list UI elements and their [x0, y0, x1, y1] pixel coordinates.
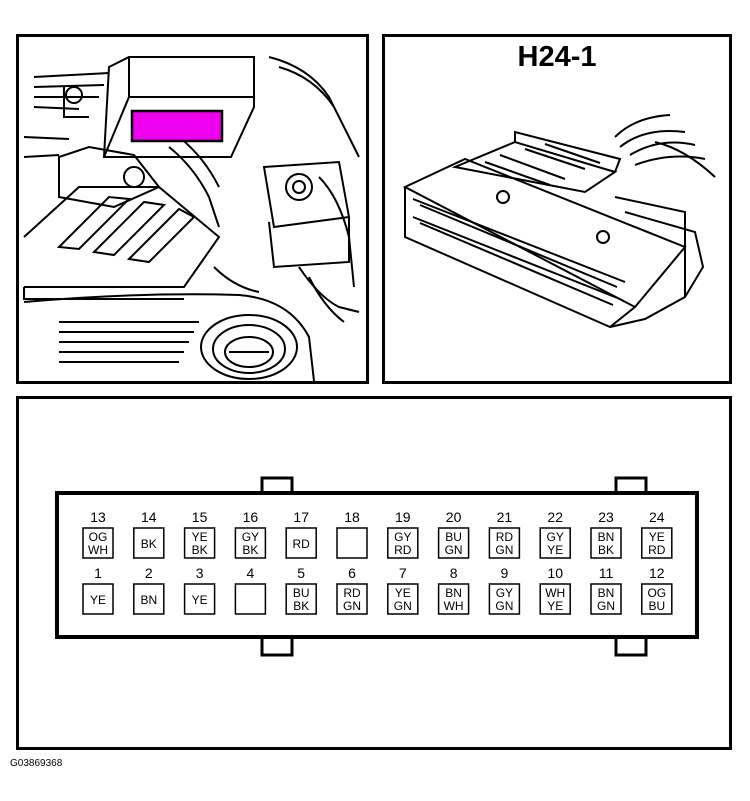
connector-location-highlight: [130, 109, 224, 143]
pin-number: 22: [547, 509, 563, 525]
wire-color: YE: [395, 586, 411, 600]
pin-cavity: [437, 583, 470, 615]
pin-cavity: [285, 583, 317, 615]
pin-cavity: [234, 527, 267, 559]
pin-cavity: [387, 583, 419, 615]
pin-cavity: [590, 527, 622, 559]
pin-number: 2: [145, 565, 153, 581]
pin-cavity: [336, 527, 368, 559]
pin-cavity: [133, 527, 165, 559]
wire-color: BU: [445, 530, 462, 544]
wire-color: WH: [444, 599, 464, 613]
wire-color: YE: [90, 593, 106, 607]
pin-number: 15: [192, 509, 208, 525]
pin-number: 12: [649, 565, 665, 581]
wire-color: YE: [547, 599, 563, 613]
wire-color: RD: [343, 586, 361, 600]
pin-number: 20: [446, 509, 462, 525]
pin-cavity: [488, 583, 521, 615]
figure-code: G03869368: [10, 758, 63, 769]
wire-color: RD: [293, 537, 311, 551]
wire-color: GN: [597, 599, 615, 613]
wire-color: RD: [648, 543, 666, 557]
pin-number: 17: [293, 509, 309, 525]
pin-number: 24: [649, 509, 665, 525]
wire-color: BU: [293, 586, 310, 600]
pin-number: 13: [90, 509, 106, 525]
wire-color: YE: [192, 593, 208, 607]
pin-number: 16: [243, 509, 259, 525]
pin-cavity: [437, 527, 470, 559]
connector-view: H24-1: [382, 34, 732, 384]
wire-color: BK: [192, 543, 208, 557]
pin-number: 23: [598, 509, 614, 525]
pin-cavity: [285, 527, 317, 559]
wire-color: BN: [598, 530, 615, 544]
pin-number: 9: [501, 565, 509, 581]
wire-color: RD: [394, 543, 412, 557]
pin-cavity: [387, 527, 419, 559]
pin-number: 3: [196, 565, 204, 581]
wire-color: GY: [242, 530, 259, 544]
wire-color: YE: [547, 543, 563, 557]
location-view: [16, 34, 369, 384]
pin-number: 7: [399, 565, 407, 581]
pin-number: 18: [344, 509, 360, 525]
wire-color: BU: [648, 599, 665, 613]
pin-cavity: [133, 583, 165, 615]
wire-color: GN: [394, 599, 412, 613]
pin-cavity: [82, 583, 114, 615]
pin-number: 6: [348, 565, 356, 581]
connector-title: H24-1: [517, 41, 597, 73]
wire-color: GY: [496, 586, 513, 600]
pin-cavity: [183, 527, 216, 559]
pin-number: 14: [141, 509, 157, 525]
wire-color: RD: [496, 530, 514, 544]
pin-cavity: [641, 583, 673, 615]
wire-color: BN: [445, 586, 462, 600]
wire-color: GN: [495, 543, 513, 557]
pin-cavity: [539, 583, 571, 615]
pin-number: 10: [547, 565, 563, 581]
pin-number: 11: [599, 565, 614, 581]
wire-color: BN: [140, 593, 157, 607]
wire-color: GN: [445, 543, 463, 557]
wire-color: YE: [192, 530, 208, 544]
wire-color: OG: [89, 530, 108, 544]
pin-number: 21: [497, 509, 513, 525]
wire-color: WH: [88, 543, 108, 557]
pin-number: 1: [94, 565, 102, 581]
pin-number: 8: [450, 565, 458, 581]
pin-cavity: [183, 583, 216, 615]
wire-color: BK: [141, 537, 157, 551]
wire-color: GY: [394, 530, 411, 544]
wire-color: GY: [547, 530, 564, 544]
pin-number: 4: [247, 565, 255, 581]
pin-number: 5: [297, 565, 305, 581]
wire-color: BK: [598, 543, 614, 557]
wire-color: GN: [343, 599, 361, 613]
wire-color: WH: [545, 586, 565, 600]
connector-illustration: [402, 114, 716, 329]
wire-color: YE: [649, 530, 665, 544]
pin-cavity: [488, 527, 521, 559]
pin-cavity: [234, 583, 267, 615]
pin-cavity: [641, 527, 673, 559]
pin-number: 19: [395, 509, 411, 525]
wire-color: BK: [293, 599, 309, 613]
pin-cavity: [590, 583, 622, 615]
pin-cavity: [82, 527, 114, 559]
pin-cavity: [336, 583, 368, 615]
pin-cavity: [539, 527, 571, 559]
wire-color: BK: [242, 543, 258, 557]
engine-bay-illustration: [23, 56, 360, 382]
wire-color: GN: [495, 599, 513, 613]
wire-color: BN: [598, 586, 615, 600]
wire-color: OG: [647, 586, 666, 600]
